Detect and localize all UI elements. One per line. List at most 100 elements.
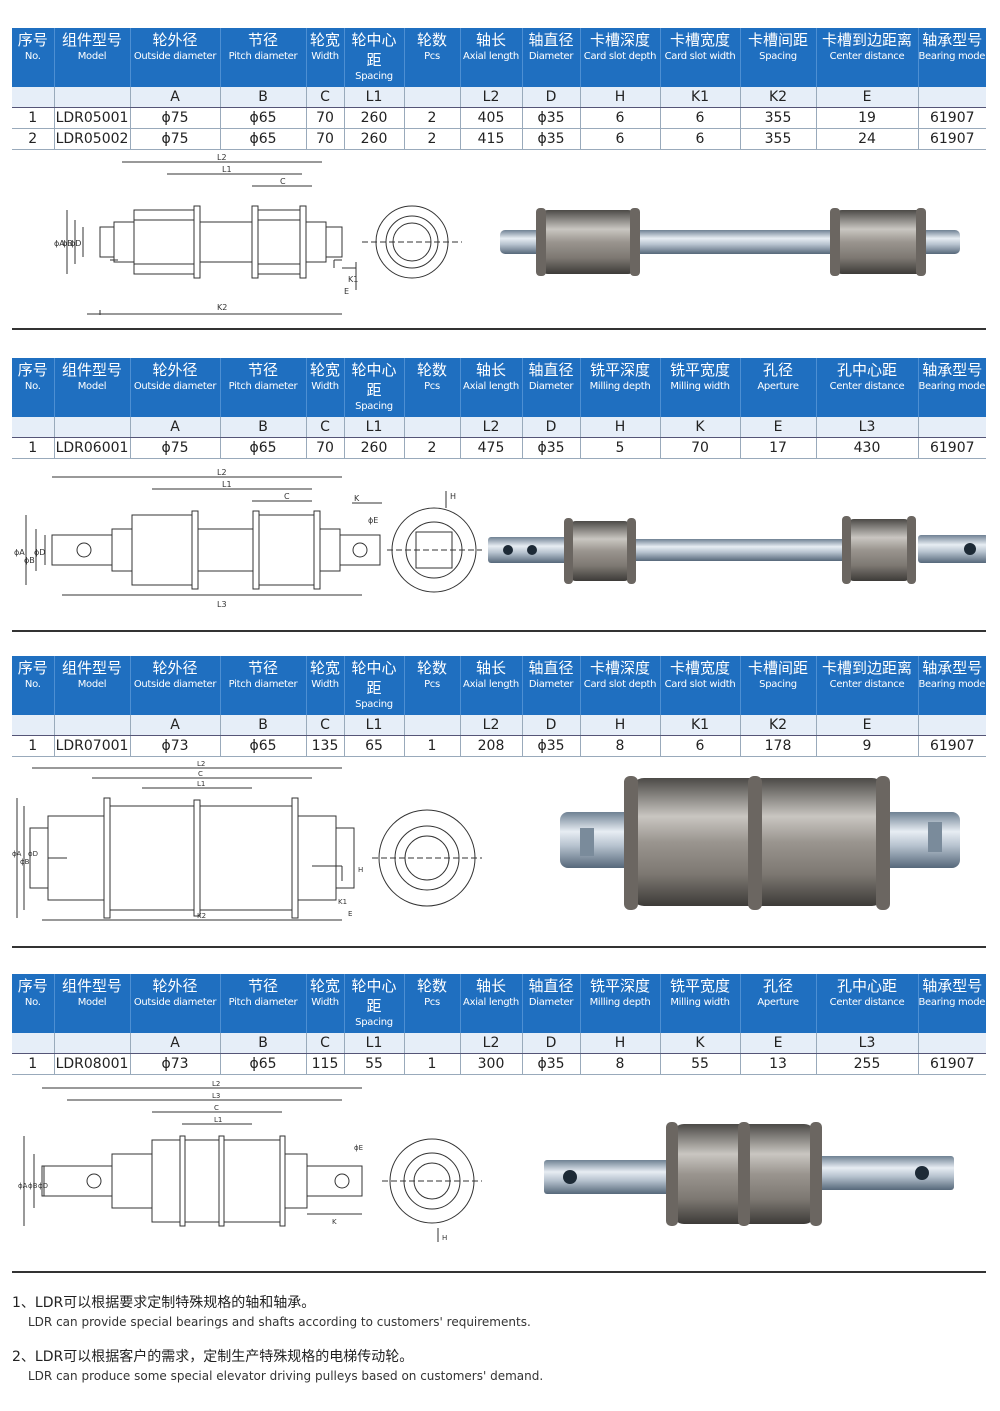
header-en: Pitch diameter <box>228 679 298 690</box>
header-en: Pitch diameter <box>228 997 298 1008</box>
header-zh: 组件型号 <box>61 977 122 995</box>
dim-label: K1 <box>338 898 347 906</box>
table-cell: LDR06001 <box>54 437 131 459</box>
header-en: Card slot depth <box>583 51 657 62</box>
table-cell: 355 <box>740 128 817 150</box>
header-en: Milling width <box>670 997 730 1008</box>
symbol-cell: K1 <box>660 715 741 736</box>
header-en: Diameter <box>528 381 574 392</box>
symbol-cell: E <box>740 417 817 438</box>
header-zh: 卡槽间距 <box>747 31 808 49</box>
dim-label: L1 <box>222 480 232 489</box>
header-zh: 轴长 <box>475 361 506 379</box>
note-en-1: LDR can provide special bearings and sha… <box>28 1315 531 1329</box>
table-cell: ϕ75 <box>130 107 221 129</box>
symbol-cell: C <box>306 87 345 108</box>
symbol-cell <box>918 417 986 438</box>
symbol-cell: L1 <box>344 87 405 108</box>
table-cell: 70 <box>660 437 741 459</box>
table-cell: 61907 <box>918 1053 986 1075</box>
table-cell: 8 <box>580 1053 661 1075</box>
table-cell: 61907 <box>918 735 986 757</box>
table-cell: 6 <box>580 128 661 150</box>
dim-label: ϕA <box>12 850 22 858</box>
header-zh: 轮外径 <box>152 31 198 49</box>
product-photo-1 <box>500 208 960 276</box>
table-cell: 9 <box>816 735 919 757</box>
header-zh: 铣平深度 <box>589 361 650 379</box>
table-cell: 1 <box>404 1053 461 1075</box>
table-cell: 5 <box>580 437 661 459</box>
header-en: Width <box>311 679 339 690</box>
table-cell: 135 <box>306 735 345 757</box>
table-cell: 2 <box>404 107 461 129</box>
header-zh: 组件型号 <box>61 659 122 677</box>
symbol-cell: L3 <box>816 417 919 438</box>
dim-label: ϕB <box>28 1182 38 1190</box>
symbol-cell: A <box>130 87 221 108</box>
symbol-cell: L2 <box>460 715 523 736</box>
header-zh: 轮外径 <box>152 977 198 995</box>
dim-label: C <box>284 492 290 501</box>
symbol-cell: L1 <box>344 715 405 736</box>
product-photo-2 <box>488 516 986 584</box>
header-zh: 卡槽深度 <box>589 659 650 677</box>
table-cell: 1 <box>404 735 461 757</box>
symbol-cell: K <box>660 417 741 438</box>
table-cell: 6 <box>660 128 741 150</box>
symbol-cell: L2 <box>460 1033 523 1054</box>
header-en: No. <box>24 381 41 392</box>
header-en: Spacing <box>759 51 797 62</box>
dim-label: C <box>280 177 286 186</box>
dim-label: K <box>332 1218 337 1226</box>
symbol-cell <box>404 417 461 438</box>
header-zh: 组件型号 <box>61 31 122 49</box>
symbol-cell: D <box>522 1033 581 1054</box>
dim-label: L2 <box>217 153 227 162</box>
header-zh: 轮宽 <box>309 659 340 677</box>
table-cell: 2 <box>404 128 461 150</box>
symbol-cell: K2 <box>740 715 817 736</box>
header-zh: 轴承型号 <box>922 977 983 995</box>
table-cell: 475 <box>460 437 523 459</box>
dim-label: L2 <box>212 1080 220 1088</box>
table-cell: ϕ35 <box>522 437 581 459</box>
header-en: Bearing model <box>918 51 987 62</box>
header-en: Pitch diameter <box>228 381 298 392</box>
table-cell: 255 <box>816 1053 919 1075</box>
dim-label: E <box>344 287 349 296</box>
table-cell: 70 <box>306 128 345 150</box>
table-cell: 70 <box>306 437 345 459</box>
header-en: Spacing <box>355 1017 393 1028</box>
header-en: Aperture <box>757 997 799 1008</box>
symbol-cell: D <box>522 87 581 108</box>
symbol-cell: H <box>580 417 661 438</box>
symbol-cell <box>12 87 55 108</box>
header-en: Diameter <box>528 679 574 690</box>
header-en: Outside diameter <box>133 997 217 1008</box>
table-cell: 260 <box>344 437 405 459</box>
